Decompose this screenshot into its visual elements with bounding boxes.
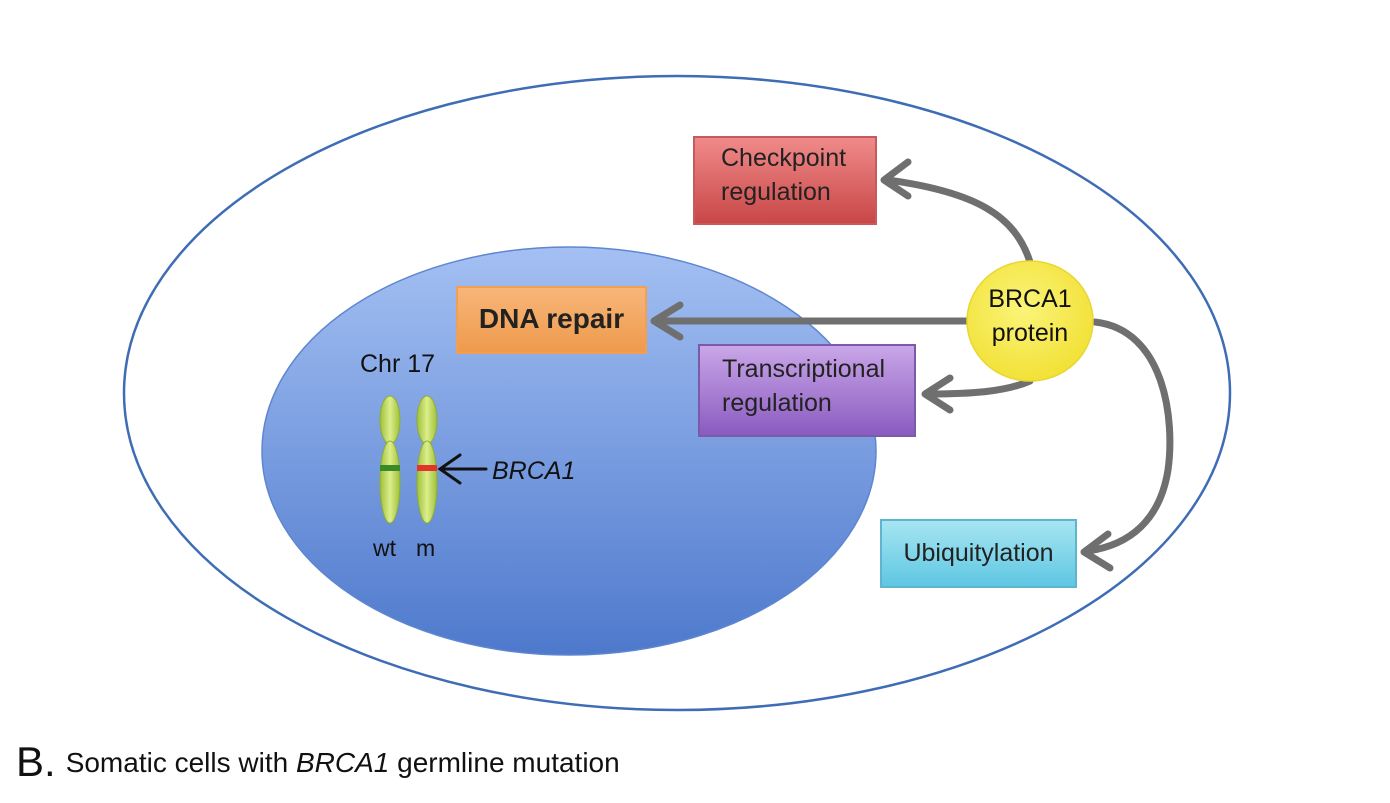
transcriptional-line2: regulation bbox=[722, 388, 832, 417]
arrow-to-checkpoint bbox=[884, 176, 1034, 266]
arrowhead-ubiquitylation bbox=[1080, 530, 1114, 572]
arrowhead-dna-repair bbox=[650, 301, 684, 341]
caption-text-after: germline mutation bbox=[389, 747, 620, 778]
caption-gene: BRCA1 bbox=[295, 747, 390, 778]
ubiquitylation-box: Ubiquitylation bbox=[880, 519, 1077, 588]
gene-label: BRCA1 bbox=[492, 457, 576, 485]
checkpoint-regulation-box: Checkpoint regulation bbox=[693, 136, 877, 225]
cell-membrane bbox=[122, 74, 1232, 712]
protein-line1: BRCA1 bbox=[988, 285, 1072, 313]
wt-band bbox=[380, 465, 400, 471]
protein-line2: protein bbox=[991, 318, 1069, 347]
caption-text-before: Somatic cells with bbox=[65, 747, 296, 778]
checkpoint-line1: Checkpoint bbox=[721, 144, 847, 172]
mutant-band bbox=[417, 465, 437, 471]
dna-repair-label: DNA repair bbox=[478, 303, 625, 334]
caption-letter: B. bbox=[16, 738, 56, 785]
allele-wt-label: wt bbox=[373, 535, 396, 561]
transcriptional-regulation-box: Transcriptional regulation bbox=[698, 344, 916, 437]
brca1-protein-label: BRCA1 protein bbox=[968, 283, 1092, 351]
arrow-to-transcriptional bbox=[924, 377, 1034, 398]
arrowhead-checkpoint bbox=[880, 158, 912, 200]
chromosome-label: Chr 17 bbox=[360, 350, 436, 378]
arrows bbox=[650, 158, 1174, 572]
dna-repair-box: DNA repair bbox=[456, 286, 647, 354]
arrowhead-transcriptional bbox=[921, 374, 954, 414]
arrow-to-ubiquitylation bbox=[1084, 318, 1174, 555]
ubiquitylation-label: Ubiquitylation bbox=[903, 539, 1054, 567]
chromosome-wt bbox=[379, 395, 401, 524]
figure-caption: B. Somatic cells with BRCA1 germline muta… bbox=[16, 738, 620, 786]
checkpoint-line2: regulation bbox=[721, 177, 831, 206]
brca1-protein bbox=[966, 260, 1094, 382]
allele-m-label: m bbox=[416, 535, 436, 561]
gene-pointer-arrow bbox=[437, 453, 488, 485]
chromosome-mutant bbox=[416, 395, 438, 524]
transcriptional-line1: Transcriptional bbox=[722, 355, 886, 383]
